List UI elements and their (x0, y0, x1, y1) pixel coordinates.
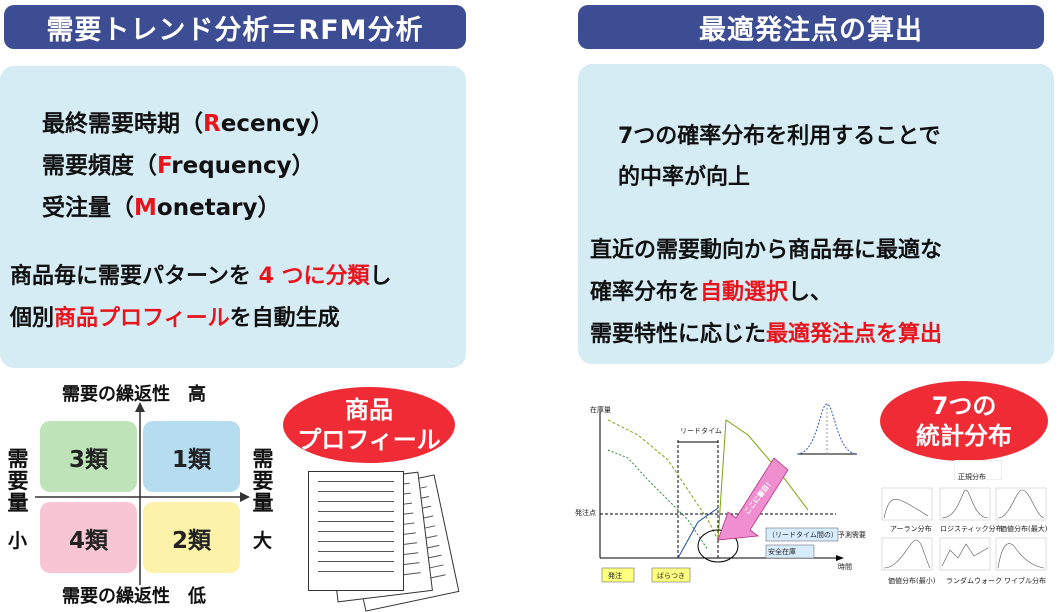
graph-variance-label: ばらつき (657, 572, 685, 580)
graph-lead-time: リードタイム (680, 427, 722, 435)
graph-order-label: 発注 (608, 572, 622, 580)
quadrant-2: 2類 (143, 502, 240, 573)
inventory-graph (599, 412, 844, 583)
document-stack-icon (300, 465, 470, 612)
matrix-bottom-label: 需要の繰返性 低 (62, 586, 206, 607)
matrix-axes (35, 402, 250, 585)
select-text-1: 直近の需要動向から商品毎に最適な (590, 238, 943, 263)
graph-safety-stock: 安全在庫 (768, 548, 796, 556)
graph-forecast-label: （リードタイム間の）予測需要 (768, 531, 866, 539)
reorder-panel: 7つの確率分布を利用することで 的中率が向上 直近の需要動向から商品毎に最適な … (578, 64, 1054, 364)
rfm-panel: 最終需要時期（Recency） 需要頻度（Frequency） 受注量（Mone… (0, 66, 466, 368)
select-text-3: 需要特性に応じた最適発注点を算出 (590, 322, 943, 347)
dist-label-1: アーラン分布 (890, 525, 932, 533)
quadrant-3: 3類 (40, 421, 137, 492)
profile-text: 個別商品プロフィールを自動生成 (10, 306, 340, 331)
select-text-2: 確率分布を自動選択し、 (590, 280, 833, 305)
matrix-right-large: 大 (253, 530, 273, 552)
classify-text: 商品毎に需要パターンを 4 つに分類し (10, 264, 392, 289)
matrix-left-label: 需要量 (7, 447, 29, 515)
graph-time-label: 時間 (838, 563, 852, 571)
stats-badge: 7つの 統計分布 (880, 381, 1048, 461)
dist-label-3: 価値分布(最大) (1000, 525, 1048, 533)
matrix-top-label: 需要の繰返性 高 (62, 384, 206, 405)
graph-reorder-point: 発注点 (575, 509, 596, 517)
dist-text-1: 7つの確率分布を利用することで (618, 124, 941, 149)
quadrant-4: 4類 (40, 502, 137, 573)
dist-label-6: ワイブル分布 (1004, 577, 1046, 585)
rfm-recency: 最終需要時期（Recency） (42, 111, 334, 137)
quadrant-1: 1類 (143, 421, 240, 492)
dist-label-0: 正規分布 (958, 473, 986, 481)
dist-label-2: ロジスティック分布 (940, 525, 1003, 533)
graph-y-label: 在庫量 (590, 406, 611, 414)
matrix-right-label: 需要量 (252, 447, 274, 515)
profile-badge: 商品 プロフィール (283, 387, 455, 463)
reorder-banner: 最適発注点の算出 (578, 5, 1044, 49)
dist-label-4: 価値分布(最小) (888, 577, 936, 585)
normal-curve-icon (796, 403, 858, 455)
rfm-monetary: 受注量（Monetary） (42, 195, 281, 221)
rfm-banner: 需要トレンド分析＝RFM分析 (4, 5, 466, 49)
rfm-frequency: 需要頻度（Frequency） (42, 153, 315, 179)
dist-text-2: 的中率が向上 (618, 165, 751, 190)
matrix-left-small: 小 (8, 530, 28, 552)
distribution-thumbnails: 正規分布 アーラン分布 ロジスティック分布 価値分布(最大) 価値分布(最小) … (876, 460, 1056, 610)
dist-label-5: ランダムウォーク (946, 577, 1002, 585)
